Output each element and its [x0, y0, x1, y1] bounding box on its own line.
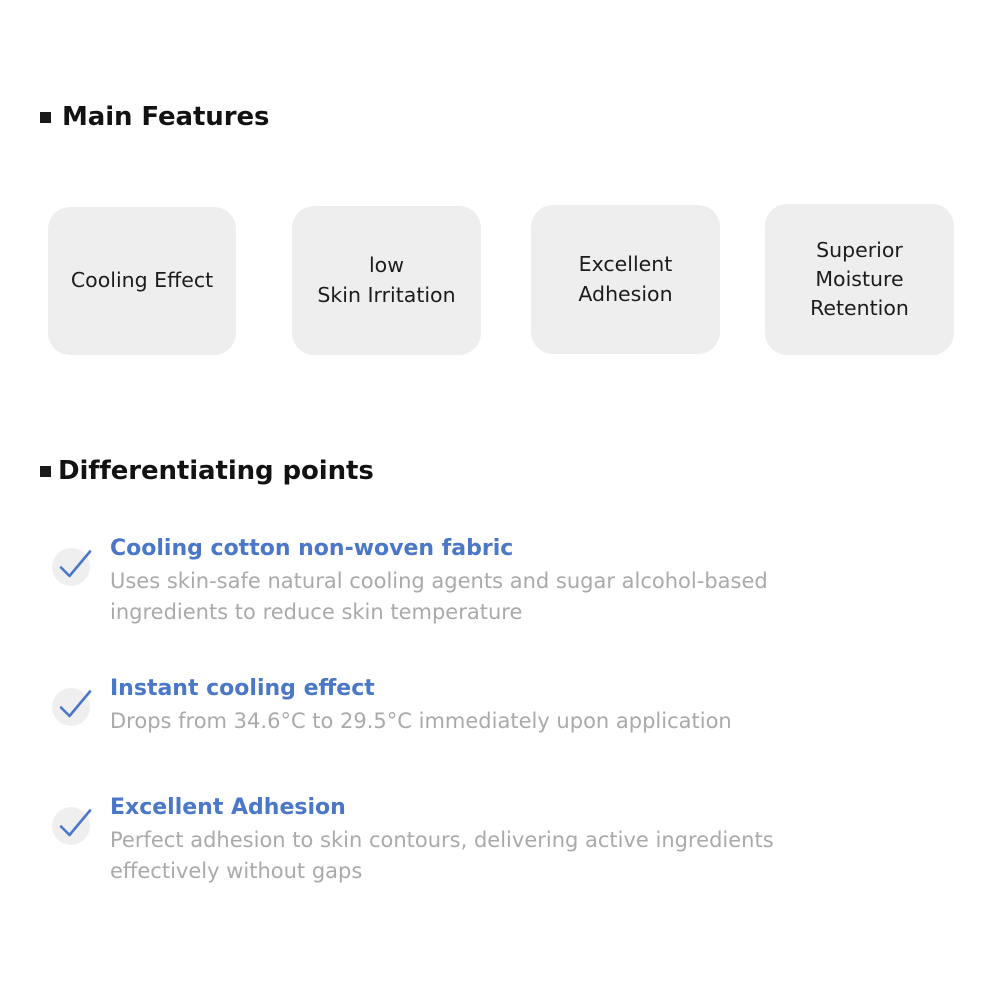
square-bullet-icon [40, 111, 51, 123]
feature-card-label: Superior Moisture Retention [810, 237, 909, 321]
list-item[interactable]: Cooling cotton non-woven fabric Uses ski… [52, 536, 952, 627]
section-heading-label: Differentiating points [58, 456, 374, 486]
check-icon-circle [52, 688, 90, 726]
list-item[interactable]: Excellent Adhesion Perfect adhesion to s… [52, 795, 952, 886]
section-heading-main-features: Main Features [40, 104, 269, 130]
section-heading-label: Main Features [62, 102, 270, 132]
feature-card-excellent-adhesion[interactable]: Excellent Adhesion [531, 205, 720, 354]
list-item-title: Excellent Adhesion [110, 795, 346, 820]
check-icon-circle [52, 807, 90, 845]
check-icon [52, 688, 92, 726]
feature-card-label: Cooling Effect [70, 268, 214, 293]
list-item-description: Drops from 34.6°C to 29.5°C immediately … [110, 709, 732, 734]
list-item[interactable]: Instant cooling effect Drops from 34.6°C… [52, 676, 952, 737]
check-icon [52, 807, 92, 845]
list-item-body: Cooling cotton non-woven fabric Uses ski… [110, 536, 952, 627]
section-heading-differentiating-points: Differentiating points [40, 458, 374, 484]
list-item-body: Instant cooling effect Drops from 34.6°C… [110, 676, 952, 737]
feature-card-label: Excellent Adhesion [578, 252, 673, 306]
list-item-title: Instant cooling effect [110, 676, 375, 701]
feature-card-superior-moisture-retention[interactable]: Superior Moisture Retention [765, 204, 954, 355]
square-bullet-icon [40, 465, 51, 477]
list-item-description: Perfect adhesion to skin contours, deliv… [110, 828, 774, 883]
list-item-body: Excellent Adhesion Perfect adhesion to s… [110, 795, 952, 886]
feature-card-label: low Skin Irritation [317, 253, 456, 307]
check-icon-circle [52, 548, 90, 586]
feature-card-row: Cooling Effect low Skin Irritation Excel… [48, 204, 954, 356]
feature-card-low-skin-irritation[interactable]: low Skin Irritation [292, 206, 481, 355]
check-icon [52, 548, 92, 586]
feature-card-cooling-effect[interactable]: Cooling Effect [48, 207, 236, 355]
list-item-title: Cooling cotton non-woven fabric [110, 536, 514, 561]
list-item-description: Uses skin-safe natural cooling agents an… [110, 569, 768, 624]
